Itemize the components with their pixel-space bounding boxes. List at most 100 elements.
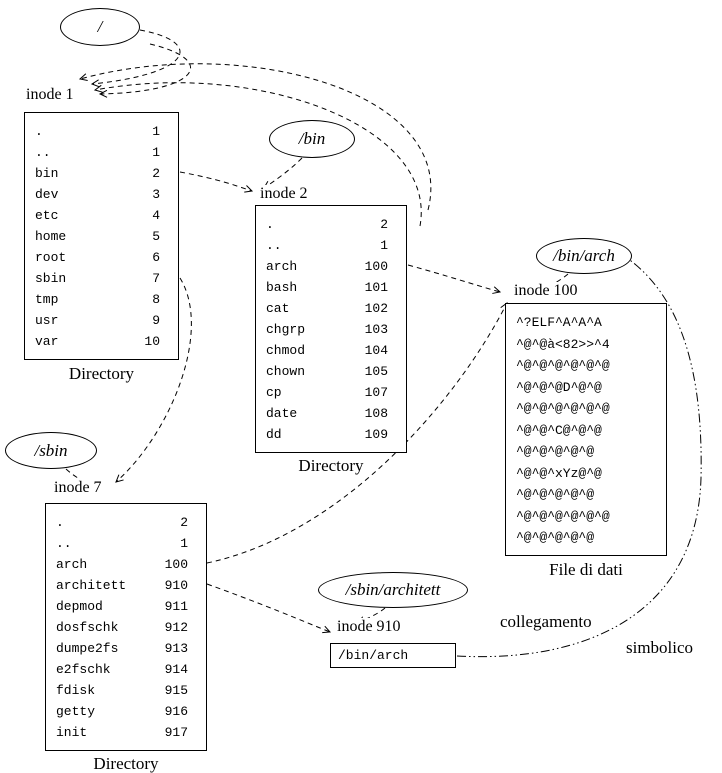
entry-name: chown: [266, 364, 306, 379]
inode7-caption: Directory: [93, 754, 159, 773]
arrow-architett-entry-to-inode910: [206, 583, 332, 634]
sbin-architett-path-ellipse: /sbin/architett: [318, 572, 468, 608]
symlink-label-collegamento: collegamento: [500, 612, 592, 631]
inode2-caption: Directory: [298, 456, 364, 475]
entry-inode-num: 5: [152, 229, 160, 244]
entry-inode-num: 105: [364, 364, 388, 379]
entry-name: arch: [56, 557, 88, 572]
entry-name: chmod: [266, 343, 306, 358]
entry-inode-num: 9: [152, 313, 160, 328]
entry-name: fdisk: [56, 683, 96, 698]
dir-entry-row: usr 9: [35, 310, 160, 331]
entry-inode-num: 910: [164, 578, 188, 593]
entry-inode-num: 913: [164, 641, 188, 656]
entry-name: init: [56, 725, 88, 740]
entry-inode-num: 1: [180, 536, 188, 551]
arrow-bin-entry-to-inode2: [179, 171, 254, 193]
arrow-arch-entry-to-inode100: [407, 264, 502, 294]
dir-entry-row: date 108: [266, 403, 388, 424]
entry-inode-num: 1: [380, 238, 388, 253]
inode910-symlink-box: /bin/arch: [330, 643, 456, 668]
file-data-line: ^@^@^xYz@^@: [516, 465, 602, 481]
inode2-title: inode 2: [258, 185, 310, 203]
entry-inode-num: 104: [364, 343, 388, 358]
entry-inode-num: 6: [152, 250, 160, 265]
dir-entry-row: ..1: [266, 235, 388, 256]
symlink-label-simbolico: simbolico: [626, 638, 694, 657]
bin-path-label: /bin: [298, 129, 326, 148]
dir-entry-row: depmod 911: [56, 596, 188, 617]
entry-name: .: [56, 515, 64, 530]
entry-inode-num: 107: [364, 385, 388, 400]
entry-name: getty: [56, 704, 96, 719]
entry-inode-num: 102: [364, 301, 388, 316]
bin-arch-path-label: /bin/arch: [553, 246, 615, 265]
entry-name: home: [35, 229, 67, 244]
dir-entry-row: init 917: [56, 722, 188, 743]
entry-name: usr: [35, 313, 59, 328]
entry-inode-num: 917: [164, 725, 188, 740]
inode1-title: inode 1: [24, 86, 76, 104]
file-data-line: ^@^@^@^@^@: [516, 530, 595, 545]
sbin-architett-path-label: /sbin/architett: [345, 580, 441, 599]
entry-name: cat: [266, 301, 290, 316]
dir-entry-row: chown 105: [266, 361, 388, 382]
entry-inode-num: 108: [364, 406, 388, 421]
entry-inode-num: 8: [152, 292, 160, 307]
bin-path-ellipse: /bin: [269, 120, 355, 158]
sbin-path-ellipse: /sbin: [5, 432, 97, 469]
dir-entry-row: architett 910: [56, 575, 188, 596]
entry-name: dev: [35, 187, 59, 202]
entry-inode-num: 4: [152, 208, 160, 223]
entry-name: dumpe2fs: [56, 641, 119, 656]
entry-inode-num: 100: [164, 557, 188, 572]
entry-name: depmod: [56, 599, 103, 614]
entry-name: architett: [56, 578, 127, 593]
arrow-dot-loop-to-inode1: [98, 43, 192, 98]
file-data-line: ^@^@^@^@^@: [516, 487, 595, 502]
entry-inode-num: 2: [380, 217, 388, 232]
entry-inode-num: 3: [152, 187, 160, 202]
dir-entry-row: chmod 104: [266, 340, 388, 361]
entry-name: .: [266, 217, 274, 232]
entry-name: date: [266, 406, 298, 421]
dir-entry-row: ..1: [56, 533, 188, 554]
inode7-title: inode 7: [52, 479, 104, 497]
bin-arch-path-ellipse: /bin/arch: [536, 238, 632, 274]
entry-name: .: [35, 124, 43, 139]
dir-entry-row: dev 3: [35, 184, 160, 205]
root-path-label: /: [97, 17, 103, 36]
file-data-line: ^@^@à<82>>^4: [516, 336, 610, 352]
entry-inode-num: 911: [164, 599, 188, 614]
file-data-line: ^@^@^@D^@^@: [516, 379, 602, 395]
entry-inode-num: 10: [144, 334, 160, 349]
entry-name: tmp: [35, 292, 59, 307]
entry-inode-num: 7: [152, 271, 160, 286]
file-data-line: ^?ELF^A^A^A: [516, 315, 602, 330]
dir-entry-row: getty 916: [56, 701, 188, 722]
dir-entry-row: ..1: [35, 142, 160, 163]
entry-name: arch: [266, 259, 298, 274]
file-data-line: ^@^@^C@^@^@: [516, 422, 602, 438]
inode100-caption: File di dati: [549, 560, 623, 579]
entry-inode-num: 916: [164, 704, 188, 719]
entry-name: e2fschk: [56, 662, 111, 677]
dir-entry-row: dumpe2fs 913: [56, 638, 188, 659]
entry-inode-num: 912: [164, 620, 188, 635]
entry-inode-num: 103: [364, 322, 388, 337]
inode100-title: inode 100: [512, 282, 580, 300]
dir-entry-row: .2: [266, 214, 388, 235]
file-data-line: ^@^@^@^@^@^@: [516, 401, 610, 416]
